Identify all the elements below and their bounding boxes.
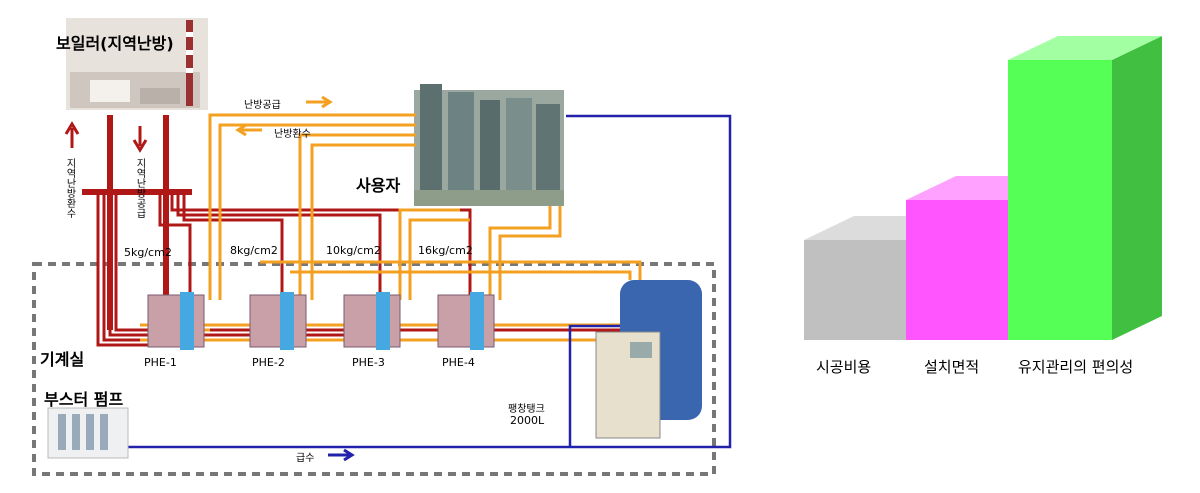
water-supply-arrow [328,448,355,462]
boiler-title: 보일러(지역난방) [56,34,174,53]
phe-label-3: PHE-3 [352,356,385,369]
user-label: 사용자 [356,176,401,195]
expansion-tank-label: 팽창탱크 [508,404,545,415]
heat-supply-label: 난방공급 [244,100,281,111]
phe-label-4: PHE-4 [442,356,475,369]
phe-label-1: PHE-1 [144,356,177,369]
boiler-image [66,18,208,110]
bar-label-maintenance: 유지관리의 편의성 [1018,358,1134,376]
phe-label-2: PHE-2 [252,356,285,369]
return-arrow [64,121,80,148]
water-supply-label: 급수 [296,453,315,464]
bar-2 [1008,60,1112,340]
booster-pump-image [47,407,129,459]
pressure-label-1: 5kg/cm2 [124,246,172,259]
heat-supply-arrow [306,95,333,109]
machine-room-label: 기계실 [40,350,85,369]
bar-chart [804,36,1162,340]
pressure-label-2: 8kg/cm2 [230,244,278,257]
phe-2-unit [249,292,307,350]
district-supply-label: 지역난방공급 [134,158,145,218]
user-buildings-image [414,84,564,206]
bar-0 [804,240,908,340]
phe-4-unit [437,292,495,350]
heat-return-arrow [235,123,262,137]
phe-3-unit [343,292,401,350]
water-supply-pipe [120,114,732,449]
heat-return-label: 난방환수 [274,129,311,140]
bar-label-area: 설치면적 [924,358,980,376]
bar-1 [906,200,1010,340]
district-return-label: 지역난방환수 [64,158,75,218]
booster-pump-label: 부스터 펌프 [44,390,124,409]
bar-label-cost: 시공비용 [816,358,872,376]
supply-arrow [132,126,148,153]
expansion-tank-image [595,280,702,439]
bar-side [1112,36,1162,340]
machine-room-boundary [32,262,716,476]
pressure-label-4: 16kg/cm2 [418,244,473,257]
phe-1-unit [147,292,205,350]
bar-top [1008,36,1162,60]
expansion-volume-label: 2000L [510,414,545,427]
pressure-label-3: 10kg/cm2 [326,244,381,257]
